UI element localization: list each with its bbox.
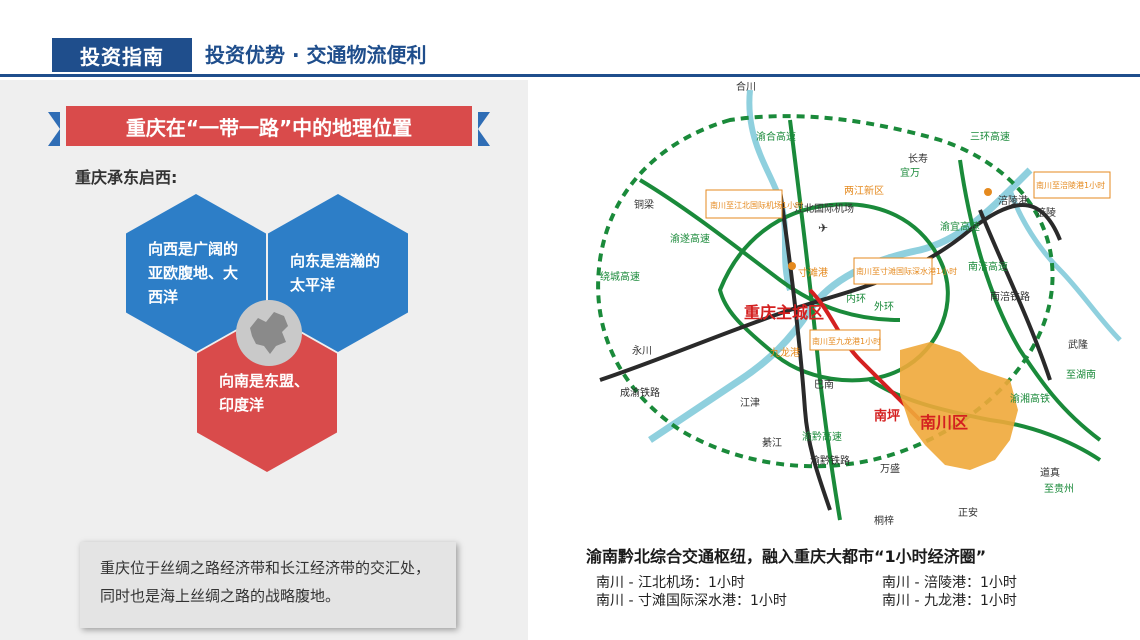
- label-wulong: 武隆: [1068, 338, 1088, 351]
- road-yuyi: 渝宜高速: [940, 220, 980, 233]
- railway-3: [978, 209, 1052, 381]
- header-title: 投资优势 · 交通物流便利: [205, 43, 427, 67]
- label-jiangbei-new: 两江新区: [844, 184, 884, 197]
- road-yuqian-rail: 渝黔铁路: [810, 454, 850, 467]
- hex-south-text: 向南是东盟、印度洋: [219, 372, 310, 414]
- box-arrow: [190, 532, 218, 544]
- nanchuan-district: [900, 342, 1018, 470]
- road-chengyu: 成渝铁路: [620, 386, 660, 399]
- label-tongzi: 桐梓: [874, 514, 894, 527]
- fuling-port-marker: [984, 188, 992, 196]
- label-nanchuan: 南川区: [920, 413, 968, 432]
- label-nanping: 南坪: [874, 408, 900, 424]
- hex-west-text: 向西是广阔的亚欧腹地、大西洋: [148, 240, 239, 306]
- time-jiulong: 南川 - 九龙港：1小时: [882, 593, 1017, 609]
- label-cuntan: 寸滩港: [798, 266, 828, 279]
- callout-jiulong: 南川至九龙港1小时: [809, 329, 881, 351]
- label-to-hunan: 至湖南: [1066, 368, 1096, 381]
- road-yuxiang: 渝湘高铁: [1010, 392, 1050, 405]
- label-wansheng: 万盛: [880, 462, 900, 475]
- expressway-2: [788, 119, 842, 521]
- outer-ring-road: [596, 114, 1055, 469]
- geo-position-panel: 重庆在“一带一路”中的地理位置 重庆承东启西: 向西是广阔的亚欧腹地、大西洋 向…: [0, 80, 528, 640]
- railway-1: [599, 203, 1062, 382]
- road-ring2: 三环高速: [970, 130, 1010, 143]
- yangtze-river: [648, 167, 1033, 443]
- header-divider: [0, 74, 1140, 77]
- map-svg: 合川 长寿 铜梁 涪陵 永川 江津 綦江 万盛 桐梓 正安 武隆 道真 两江新区…: [596, 80, 1122, 527]
- cuntan-marker: [788, 262, 796, 270]
- wu-river: [1007, 189, 1122, 342]
- time-fuling: 南川 - 涪陵港：1小时: [882, 575, 1017, 591]
- label-to-guizhou: 至贵州: [1044, 482, 1074, 495]
- label-changshou: 长寿: [908, 152, 928, 165]
- nanchuan-route: [808, 288, 922, 422]
- callout-cuntan-text: 南川至寸滩国际深水港1小时: [856, 266, 957, 276]
- callout-airport-text: 南川至江北国际机场1小时: [710, 200, 803, 210]
- transport-map: 合川 长寿 铜梁 涪陵 永川 江津 綦江 万盛 桐梓 正安 武隆 道真 两江新区…: [540, 80, 1140, 530]
- road-yusui: 渝遂高速: [670, 232, 710, 245]
- time-cuntan: 南川 - 寸滩国际深水港：1小时: [596, 593, 787, 609]
- summary-note: 重庆位于丝绸之路经济带和长江经济带的交汇处，同时也是海上丝绸之路的战略腹地。: [80, 542, 456, 628]
- road-yuqian: 渝黔高速: [802, 430, 842, 443]
- railway-2: [778, 189, 832, 511]
- chongqing-silhouette-icon: [236, 300, 302, 366]
- label-yongchuan: 永川: [632, 344, 652, 357]
- times-row: 南川 - 江北机场：1小时 南川 - 涪陵港：1小时: [596, 574, 1116, 592]
- ribbon-tail-right: [478, 112, 490, 146]
- callout-fuling: 南川至涪陵港1小时: [1033, 171, 1111, 199]
- time-airport: 南川 - 江北机场：1小时: [596, 575, 745, 591]
- ribbon-banner: 重庆在“一带一路”中的地理位置: [48, 106, 490, 146]
- header-tag: 投资指南: [52, 38, 192, 72]
- callout-fuling-text: 南川至涪陵港1小时: [1036, 180, 1105, 190]
- page-header: 投资指南 投资优势 · 交通物流便利: [0, 0, 1140, 78]
- label-fuling: 涪陵: [1036, 206, 1056, 219]
- callout-jiulong-text: 南川至九龙港1小时: [812, 336, 881, 346]
- ribbon-tail-left: [48, 112, 60, 146]
- label-tongliang: 铜梁: [634, 198, 654, 211]
- panel-subtitle: 重庆承东启西:: [75, 168, 178, 187]
- road-ring1: 绕城高速: [600, 270, 640, 283]
- road-nanfu: 南涪高速: [968, 260, 1008, 273]
- label-zhengan: 正安: [958, 506, 978, 519]
- road-inner: 内环: [846, 292, 866, 305]
- callout-cuntan: 南川至寸滩国际深水港1小时: [853, 257, 957, 285]
- road-yiwan: 宜万: [900, 166, 920, 179]
- label-daozhen: 道真: [1040, 466, 1060, 479]
- label-main-city: 重庆主城区: [744, 303, 824, 322]
- label-airport: 江北国际机场: [794, 202, 854, 215]
- road-nanfu-rail: 南涪铁路: [990, 290, 1030, 303]
- label-hechuan: 合川: [736, 80, 756, 93]
- expressway-4: [717, 202, 950, 383]
- label-jiangjin: 江津: [740, 397, 760, 409]
- label-banan: 巴南: [814, 378, 834, 391]
- label-jiulong: 九龙港: [770, 346, 800, 359]
- label-qijiang: 綦江: [762, 436, 782, 449]
- times-row: 南川 - 寸滩国际深水港：1小时 南川 - 九龙港：1小时: [596, 592, 1116, 610]
- airplane-icon: ✈: [818, 221, 828, 235]
- callout-airport: 南川至江北国际机场1小时: [705, 189, 803, 219]
- expressway-1: [638, 178, 901, 322]
- ribbon-title: 重庆在“一带一路”中的地理位置: [66, 106, 472, 146]
- road-yuhe: 渝合高速: [756, 130, 796, 143]
- hex-east-text: 向东是浩瀚的太平洋: [290, 252, 381, 294]
- label-fuling-port: 涪陵港: [998, 194, 1028, 207]
- expressway-3: [958, 159, 1102, 442]
- road-outer: 外环: [874, 301, 894, 313]
- travel-times: 南川 - 江北机场：1小时 南川 - 涪陵港：1小时 南川 - 寸滩国际深水港：…: [596, 574, 1116, 610]
- map-caption: 渝南黔北综合交通枢纽，融入重庆大都市“1小时经济圈”: [586, 547, 987, 566]
